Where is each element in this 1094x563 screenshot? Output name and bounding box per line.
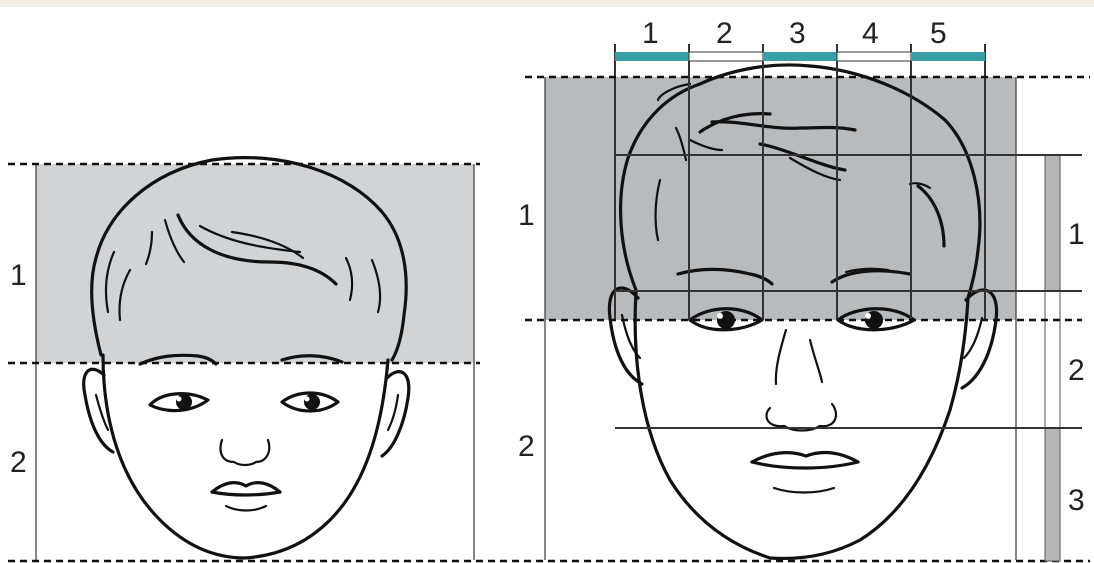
adult-right-label-3: 3	[1068, 484, 1085, 517]
top-band	[0, 0, 1094, 7]
proportion-bar-2	[1045, 291, 1060, 428]
top-label-5: 5	[930, 17, 947, 50]
adult-right-label-2: 2	[1068, 354, 1085, 387]
child-label-1: 1	[10, 259, 27, 292]
proportion-bar-1	[1045, 155, 1060, 291]
adult-left-label-2: 2	[518, 430, 535, 463]
top-label-3: 3	[789, 17, 806, 50]
child-label-2: 2	[10, 446, 27, 479]
top-segment-4	[837, 52, 911, 61]
top-label-1: 1	[642, 17, 659, 50]
adult-right-label-1: 1	[1068, 218, 1085, 251]
top-segment-5	[911, 52, 985, 61]
top-segment-3	[763, 52, 837, 61]
adult-left-label-1: 1	[518, 199, 535, 232]
child-head-shade	[36, 164, 474, 363]
top-segment-1	[615, 52, 689, 61]
top-segment-2	[689, 52, 763, 61]
top-label-2: 2	[716, 17, 733, 50]
child-face-figure: 1 2	[8, 158, 480, 560]
proportion-bar-3	[1045, 428, 1060, 561]
top-label-4: 4	[862, 17, 879, 50]
adult-face-figure: 1 2 3 4 5 1 2 1 2 3	[518, 17, 1090, 561]
